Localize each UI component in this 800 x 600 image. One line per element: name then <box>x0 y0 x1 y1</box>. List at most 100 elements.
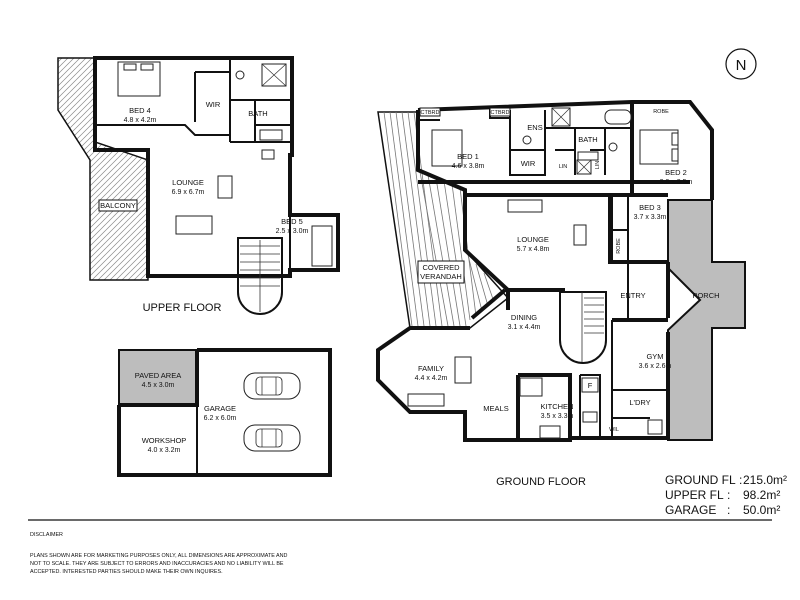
north-compass-icon: N <box>725 48 757 80</box>
pillow-icon <box>671 132 679 146</box>
bed5-dims: 2.5 x 3.0m <box>276 228 309 235</box>
area-value-2: 50.0m² <box>743 503 780 517</box>
spiral-stair <box>237 237 283 315</box>
ground-floor: CTBRD CTBRD BED 1 4.6 x 3.8m ENS WIR LIN… <box>376 100 746 488</box>
area-label-0: GROUND FL <box>665 473 736 487</box>
bed2-name: BED 2 <box>665 168 687 177</box>
bed4-dims: 4.8 x 4.2m <box>124 117 157 124</box>
area-value-0: 215.0m² <box>743 473 787 487</box>
armchair-icon <box>573 224 587 246</box>
stair-treads <box>240 240 280 312</box>
verandah-line1: COVERED <box>422 263 460 272</box>
lounge-ground-name: LOUNGE <box>517 235 549 244</box>
sofa-icon <box>407 393 445 407</box>
porch-label: PORCH <box>692 291 719 300</box>
workshop-name: WORKSHOP <box>142 436 187 445</box>
dining-name: DINING <box>511 313 537 322</box>
pillow-icon <box>123 63 137 71</box>
ground-interior-walls <box>417 108 668 440</box>
armchair-icon <box>217 175 233 199</box>
verandah-line2: VERANDAH <box>420 272 462 281</box>
laundry-tub-icon <box>647 419 663 435</box>
disclaimer: DISCLAIMER PLANS SHOWN ARE FOR MARKETING… <box>30 532 288 575</box>
lin1-label: LIN <box>559 164 568 170</box>
gym-name: GYM <box>646 352 663 361</box>
upper-interior-walls <box>95 58 292 270</box>
garage-dims: 6.2 x 6.0m <box>204 415 237 422</box>
bed4-name: BED 4 <box>129 106 151 115</box>
ctbrd1-label: CTBRD <box>421 110 440 116</box>
sink-icon <box>261 149 275 160</box>
sink-icon <box>582 411 598 423</box>
disclaimer-line-3: ACCEPTED. INTERESTED PARTIES SHOULD MAKE… <box>30 569 223 575</box>
wir-ground-label: WIR <box>521 159 536 168</box>
robe1-label: ROBE <box>653 109 669 115</box>
bed5-name: BED 5 <box>281 217 303 226</box>
porch-area <box>667 199 746 441</box>
kitchen-dims: 3.5 x 3.3m <box>541 413 574 420</box>
family-name: FAMILY <box>418 364 444 373</box>
pillow-icon <box>671 148 679 162</box>
compass-letter: N <box>736 57 747 74</box>
upper-floor-title: UPPER FLOOR <box>143 302 222 314</box>
family-dims: 4.4 x 4.2m <box>415 375 448 382</box>
area-label-2: GARAGE <box>665 503 716 517</box>
balcony-label-box <box>98 199 138 212</box>
bath-ground-label: BATH <box>578 135 597 144</box>
vanity-icon <box>259 129 283 141</box>
bath-tub-icon <box>604 109 632 125</box>
car-icon <box>243 372 301 400</box>
sofa-icon <box>175 215 213 235</box>
ctbrd2-box <box>489 107 511 117</box>
ground-interior-structure <box>418 102 690 440</box>
kitchen-island <box>519 377 543 397</box>
table-icon <box>454 356 472 384</box>
garage-block: PAVED AREA 4.5 x 3.0m GARAGE 6.2 x 6.0m … <box>117 348 332 477</box>
ground-floor-title: GROUND FLOOR <box>496 476 586 488</box>
workshop-dims: 4.0 x 3.2m <box>148 447 181 454</box>
lin2-label: LIN <box>595 161 601 170</box>
lounge-ground-dims: 5.7 x 4.8m <box>517 246 550 253</box>
bed1-dims: 4.6 x 3.8m <box>452 163 485 170</box>
balcony-label: BALCONY <box>100 201 136 210</box>
fridge-label: F <box>588 381 593 390</box>
sofa-icon <box>507 199 543 213</box>
toilet-icon <box>522 135 532 145</box>
paved-name: PAVED AREA <box>135 371 181 380</box>
pillow-icon <box>140 63 154 71</box>
bed2-dims: 3.9 x 3.5m <box>660 179 693 186</box>
ground-stair <box>559 291 607 364</box>
bath-upper-label: BATH <box>248 109 267 118</box>
stove-icon <box>539 425 561 439</box>
area-value-1: 98.2m² <box>743 488 780 502</box>
desk-icon <box>311 225 333 267</box>
toilet-icon <box>235 70 245 80</box>
area-sep-0: : <box>739 473 742 487</box>
paved-dims: 4.5 x 3.0m <box>142 382 175 389</box>
wir-upper-label: WIR <box>206 100 221 109</box>
toilet-icon <box>608 142 618 152</box>
area-sep-2: : <box>727 503 730 517</box>
meals-label: MEALS <box>483 404 508 413</box>
kitchen-name: KITCHEN <box>541 402 574 411</box>
ctbrd2-label: CTBRD <box>491 110 510 116</box>
vanity-icon <box>577 151 599 161</box>
lounge-upper-dims: 6.9 x 6.7m <box>172 189 205 196</box>
bed1-name: BED 1 <box>457 152 479 161</box>
bed3-dims: 3.7 x 3.3m <box>634 214 667 221</box>
bed-icon <box>431 129 463 167</box>
garage-name: GARAGE <box>204 404 236 413</box>
area-sep-1: : <box>727 488 730 502</box>
verandah-label-box <box>417 260 465 284</box>
area-summary: GROUND FL : 215.0m² UPPER FL : 98.2m² GA… <box>665 473 787 517</box>
disclaimer-title: DISCLAIMER <box>30 532 63 538</box>
car-icon <box>243 424 301 452</box>
bed3-name: BED 3 <box>639 203 661 212</box>
ctbrd1-box <box>419 107 441 117</box>
upper-floor: BED 4 4.8 x 4.2m WIR BATH LOUNGE 6.9 x 6… <box>57 56 340 315</box>
wil-label: WIL <box>609 427 619 433</box>
ldry-label: L'DRY <box>629 398 650 407</box>
stair-treads <box>581 292 604 362</box>
ens-label: ENS <box>527 123 542 132</box>
